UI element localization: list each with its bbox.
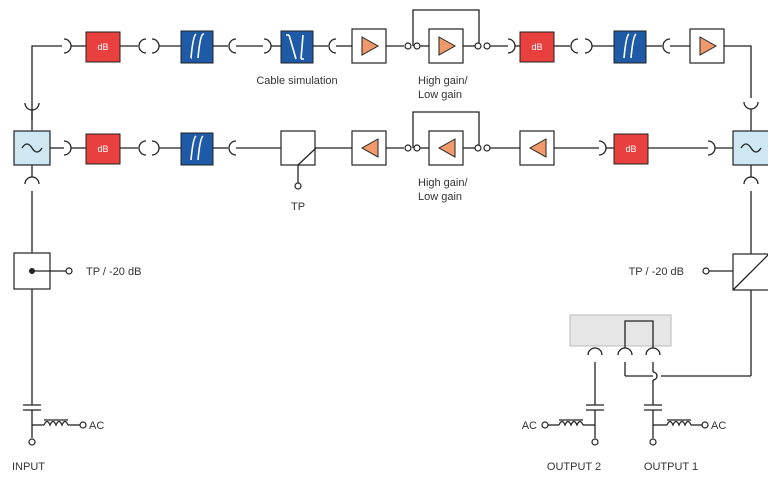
test-point-coupler [280, 130, 316, 166]
input-label: INPUT [12, 461, 45, 473]
cable-simulation-filter [280, 30, 314, 64]
output2-label: OUTPUT 2 [547, 461, 601, 473]
attenuator-4 [613, 133, 649, 165]
attenuator-1 [85, 31, 121, 63]
output1-label: OUTPUT 1 [644, 461, 698, 473]
inductor-icon [43, 420, 69, 427]
cable-simulation-label: Cable simulation [256, 75, 337, 87]
connector-icon [63, 38, 72, 54]
svg-text:dB: dB [97, 144, 108, 154]
amplifier-2-high-low [428, 28, 464, 64]
tp-right-label: TP / -20 dB [629, 266, 684, 278]
input-chain [13, 191, 87, 446]
filter-2 [613, 30, 647, 64]
ac-output1-label: AC [711, 420, 726, 432]
labels: Cable simulation High gain/ Low gain Hig… [12, 75, 726, 473]
forward-path: dB dB [31, 9, 759, 120]
gain-bottom-label-1: High gain/ [418, 177, 468, 189]
amplifier-5-high-low [428, 130, 464, 166]
tp-return-label: TP [291, 201, 305, 213]
ac-input-label: AC [89, 420, 104, 432]
amplifier-4 [351, 130, 387, 166]
svg-text:dB: dB [531, 42, 542, 52]
svg-text:dB: dB [97, 42, 108, 52]
splitter-panel [569, 314, 672, 347]
svg-text:dB: dB [625, 144, 636, 154]
ac-output2-label: AC [522, 420, 537, 432]
attenuator-3 [85, 133, 121, 165]
gain-top-label-2: Low gain [418, 89, 462, 101]
return-path: dB dB [13, 102, 768, 190]
gain-bottom-label-2: Low gain [418, 191, 462, 203]
gain-top-label-1: High gain/ [418, 75, 468, 87]
tp-left-label: TP / -20 dB [86, 266, 141, 278]
attenuator-2 [519, 31, 555, 63]
output-chain [541, 191, 768, 446]
filter-3 [180, 132, 214, 166]
filter-1 [180, 30, 214, 64]
